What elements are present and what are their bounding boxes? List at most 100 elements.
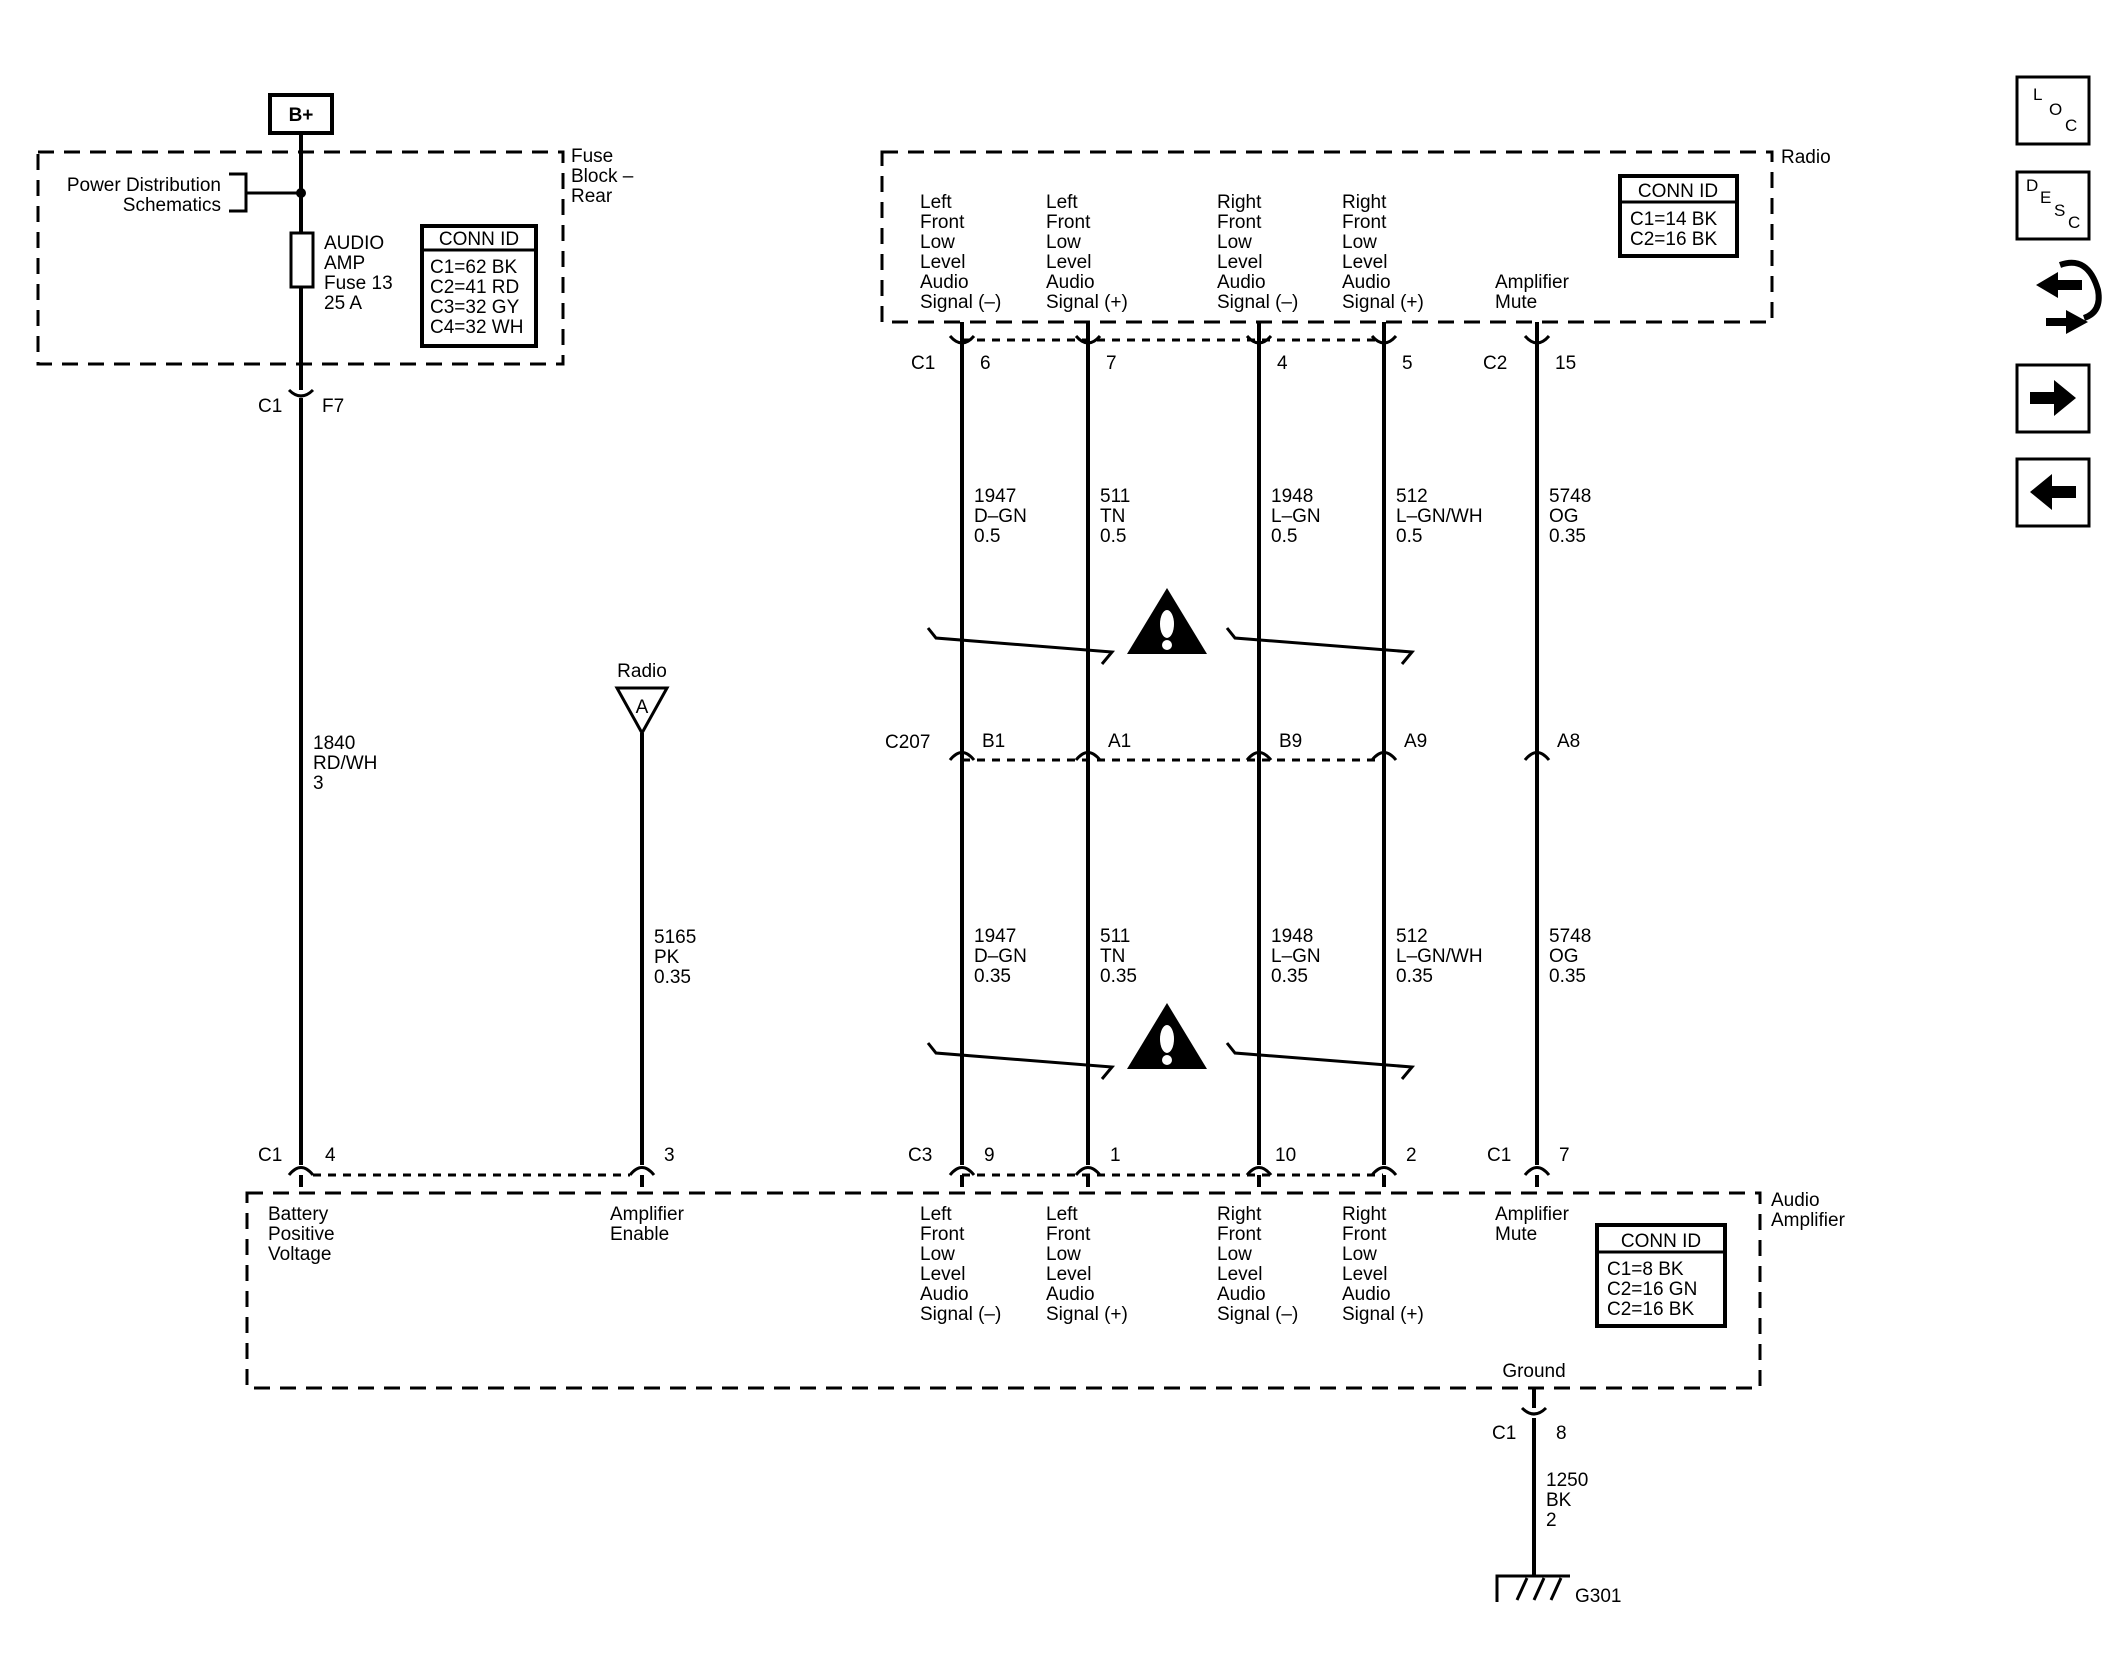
inline-pin-female: [1245, 751, 1273, 761]
svg-text:2: 2: [1546, 1510, 1557, 1531]
svg-text:Fuse: Fuse: [571, 146, 613, 167]
svg-text:CONN ID: CONN ID: [1621, 1231, 1701, 1252]
twisted-pair-marker-upper: [926, 627, 1416, 665]
amp-pin-number: 1: [1110, 1145, 1121, 1166]
inline-pin-number: A8: [1557, 731, 1580, 752]
radio-pin-number: 5: [1402, 353, 1413, 374]
amp-conn-c1b: C1: [1487, 1145, 1511, 1166]
amp-power-label: Battery Positive Voltage: [268, 1204, 335, 1265]
amp-pin-label: Low: [1217, 1244, 1252, 1265]
svg-text:S: S: [2054, 201, 2065, 220]
desc-button[interactable]: D E S C: [2015, 170, 2091, 241]
amp-pin-terminal: [1074, 1166, 1102, 1176]
amp-pin-label: Signal (+): [1046, 1304, 1128, 1325]
amp-conn-c3: C3: [908, 1145, 932, 1166]
radio-conn-c2: C2: [1483, 353, 1507, 374]
next-button[interactable]: [2015, 363, 2091, 434]
radio-pin-label: Signal (+): [1342, 292, 1424, 313]
svg-text:Audio: Audio: [1771, 1190, 1820, 1211]
fuse-out-conn: C1: [258, 396, 282, 417]
radio-ref-label: Radio: [617, 661, 667, 682]
amp-pin-enable: 3: [664, 1145, 675, 1166]
inline-pin-female: [948, 751, 976, 761]
radio-pin-label: Front: [1342, 212, 1387, 233]
back-button[interactable]: [2015, 457, 2091, 528]
inline-pin-female: [1523, 751, 1551, 761]
svg-text:E: E: [2040, 188, 2051, 207]
radio-pin-label: Level: [1217, 252, 1262, 273]
signal-wires: [960, 330, 1539, 1165]
svg-text:C4=32 WH: C4=32 WH: [430, 317, 523, 338]
radio-name: Radio: [1781, 147, 1831, 168]
wire-label: 0.35: [1549, 966, 1586, 987]
svg-text:C1=62 BK: C1=62 BK: [430, 257, 517, 278]
amp-pin-terminal: [1245, 1166, 1273, 1176]
svg-text:0.35: 0.35: [654, 967, 691, 988]
radio-conn-c1: C1: [911, 353, 935, 374]
amp-pin-label: Level: [1342, 1264, 1387, 1285]
radio-pin-number: 7: [1106, 353, 1117, 374]
wire-label: 1947: [974, 486, 1016, 507]
amp-enable-label: Amplifier Enable: [610, 1204, 685, 1245]
ground-symbol: [1495, 1574, 1570, 1602]
amp-pin-label: Low: [1342, 1244, 1377, 1265]
amp-pin-label: Left: [1046, 1204, 1078, 1225]
wire-label: 511: [1100, 486, 1130, 507]
radio-pin-label: Low: [1046, 232, 1081, 253]
inline-pin-female: [1074, 751, 1102, 761]
power-distribution-link[interactable]: Power Distribution Schematics: [67, 175, 221, 216]
amp-pin-label: Level: [1046, 1264, 1091, 1285]
amp-pin-label: Audio: [1342, 1284, 1391, 1305]
amp-pin-number: 7: [1559, 1145, 1570, 1166]
amp-pin-label: Left: [920, 1204, 952, 1225]
svg-text:Voltage: Voltage: [268, 1244, 331, 1265]
fuse-label: AUDIO AMP Fuse 13 25 A: [324, 233, 393, 314]
swap-connector-icon[interactable]: [2036, 259, 2102, 334]
svg-text:L: L: [2033, 85, 2042, 104]
wire-label: OG: [1549, 506, 1579, 527]
wire-label: 0.5: [974, 526, 1000, 547]
svg-text:Schematics: Schematics: [123, 195, 221, 216]
wire-label: 0.35: [1396, 966, 1433, 987]
wire-label: 0.35: [1100, 966, 1137, 987]
radio-pin-label: Front: [1217, 212, 1262, 233]
svg-text:AMP: AMP: [324, 253, 365, 274]
fuse-out-pin: F7: [322, 396, 344, 417]
svg-text:AUDIO: AUDIO: [324, 233, 384, 254]
radio-pin-label: Right: [1342, 192, 1387, 213]
wire-label: 0.35: [974, 966, 1011, 987]
amp-pin-number: 9: [984, 1145, 995, 1166]
radio-box: [880, 150, 1774, 324]
wire-label: 512: [1396, 486, 1428, 507]
svg-text:O: O: [2049, 100, 2062, 119]
fuse-block-conn-id: CONN ID C1=62 BK C2=41 RD C3=32 GY C4=32…: [420, 224, 538, 348]
radio-ref-symbol[interactable]: A: [614, 686, 670, 737]
svg-text:C1=14 BK: C1=14 BK: [1630, 209, 1717, 230]
wire-label: TN: [1100, 946, 1125, 967]
wire-label: OG: [1549, 946, 1579, 967]
amp-pin-label: Level: [1217, 1264, 1262, 1285]
amp-pin-label: Right: [1342, 1204, 1387, 1225]
loc-button[interactable]: L O C: [2015, 75, 2091, 146]
amp-pin-label: Low: [920, 1244, 955, 1265]
svg-text:C: C: [2065, 116, 2077, 135]
radio-conn-id: CONN ID C1=14 BK C2=16 BK: [1618, 174, 1739, 258]
wire-label: L–GN/WH: [1396, 506, 1483, 527]
amp-pin-power: 4: [325, 1145, 336, 1166]
amp-pin-label: Front: [1217, 1224, 1262, 1245]
radio-pin-label: Level: [1342, 252, 1387, 273]
radio-pin-label: Audio: [1342, 272, 1391, 293]
inline-pin-number: A1: [1108, 731, 1131, 752]
radio-pin-label: Low: [1342, 232, 1377, 253]
amp-pin-label: Signal (–): [920, 1304, 1001, 1325]
radio-pin-label: Amplifier: [1495, 272, 1570, 293]
svg-text:BK: BK: [1546, 1490, 1572, 1511]
amplifier-conn-id: CONN ID C1=8 BK C2=16 GN C2=16 BK: [1595, 1223, 1727, 1328]
wire-label: L–GN: [1271, 506, 1321, 527]
amp-pin-terminal: [1523, 1166, 1551, 1176]
svg-text:25 A: 25 A: [324, 293, 362, 314]
